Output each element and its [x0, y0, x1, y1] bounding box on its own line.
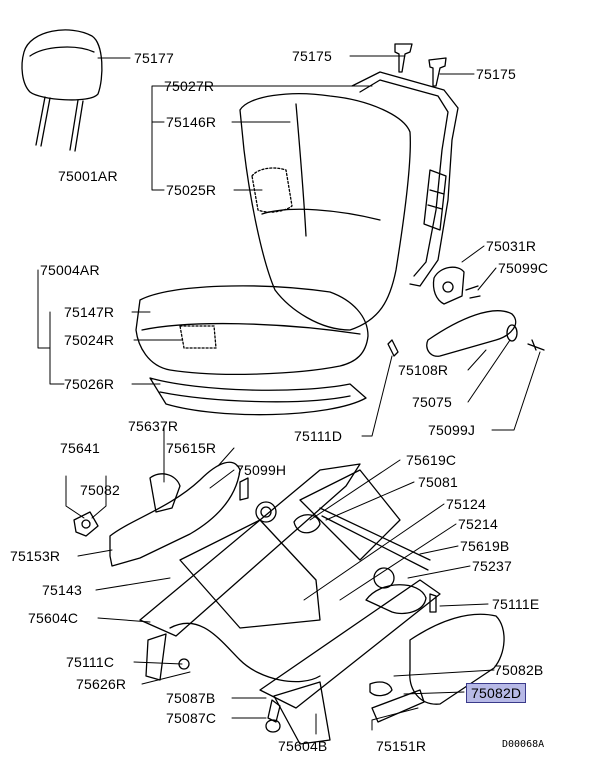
part-label-75641: 75641: [60, 440, 100, 456]
part-label-75151r: 75151R: [376, 738, 427, 754]
part-label-75147r: 75147R: [64, 304, 115, 320]
right-shield-part: [369, 613, 505, 723]
seatback-cushion-part: [239, 93, 411, 331]
part-label-75082: 75082: [80, 482, 120, 498]
part-label-75143: 75143: [42, 582, 82, 598]
part-label-75111d: 75111D: [294, 428, 343, 444]
part-label-75027r: 75027R: [164, 78, 215, 94]
part-label-75025r: 75025R: [166, 182, 217, 198]
headrest-guide-part: [394, 43, 447, 87]
headrest-part: [21, 29, 103, 152]
part-label-75099j: 75099J: [428, 422, 476, 438]
part-label-75214: 75214: [458, 516, 498, 532]
seatback-frame-part: [351, 71, 459, 287]
recliner-cover-part: [387, 266, 545, 357]
part-label-75004ar: 75004AR: [40, 262, 100, 278]
part-label-75177: 75177: [134, 50, 174, 66]
part-label-75111e: 75111E: [492, 596, 540, 612]
part-label-75619b: 75619B: [460, 538, 510, 554]
part-label-75075: 75075: [412, 394, 452, 410]
part-label-75111c: 75111C: [66, 654, 115, 670]
part-label-75175-a: 75175: [292, 48, 332, 64]
part-label-75099c: 75099C: [498, 260, 549, 276]
part-label-75099h: 75099H: [236, 462, 287, 478]
part-label-75615r: 75615R: [166, 440, 217, 456]
part-label-75175-b: 75175: [476, 66, 516, 82]
seat-cushion-part: [135, 285, 369, 416]
part-label-75604b: 75604B: [278, 738, 328, 754]
part-label-75637r: 75637R: [128, 418, 179, 434]
part-label-75237: 75237: [472, 558, 512, 574]
part-label-75124: 75124: [446, 496, 486, 512]
leader-lines: [37, 55, 541, 735]
part-label-75082d-highlighted[interactable]: 75082D: [466, 683, 527, 703]
part-label-75031r: 75031R: [486, 238, 537, 254]
part-label-75146r: 75146R: [166, 114, 217, 130]
part-label-75087b: 75087B: [166, 690, 216, 706]
part-label-75619c: 75619C: [406, 452, 457, 468]
part-label-75081: 75081: [418, 474, 458, 490]
part-label-75626r: 75626R: [76, 676, 127, 692]
part-label-75001ar: 75001AR: [58, 168, 118, 184]
part-label-75024r: 75024R: [64, 332, 115, 348]
part-label-75108r: 75108R: [398, 362, 449, 378]
part-label-75604c: 75604C: [28, 610, 79, 626]
part-label-75153r: 75153R: [10, 548, 61, 564]
part-label-75026r: 75026R: [64, 376, 115, 392]
side-shield-part: [73, 461, 241, 567]
part-label-75087c: 75087C: [166, 710, 217, 726]
part-label-75082b: 75082B: [494, 662, 544, 678]
diagram-code: D00068A: [502, 739, 545, 750]
